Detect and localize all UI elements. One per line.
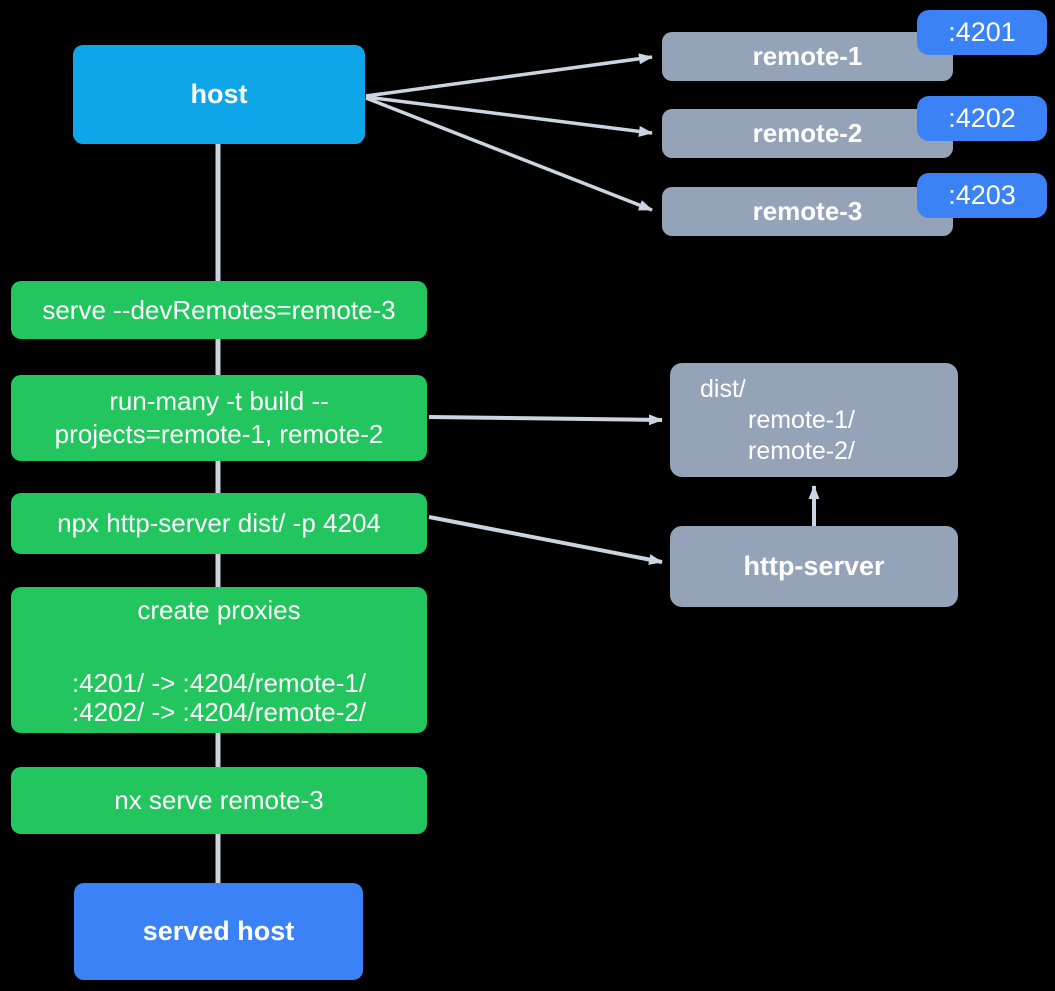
remote-1-label: remote-1 [752,41,863,71]
served-host-node: served host [74,883,363,980]
command-nx-serve-label: nx serve remote-3 [114,785,324,815]
dist-folder-node: dist/ remote-1/ remote-2/ [670,363,958,477]
create-proxies-title: create proxies [137,594,301,625]
port-badge-4201: :4201 [917,10,1047,55]
arrow-runmany-to-dist [428,414,663,426]
run-many-line-1: run-many -t build -- [109,386,329,416]
command-run-many-build: run-many -t build -- projects=remote-1, … [11,375,427,461]
command-npx-http-server: npx http-server dist/ -p 4204 [11,493,427,554]
port-4201-label: :4201 [948,17,1016,47]
port-badge-4203: :4203 [917,173,1047,218]
remote-1-node: remote-1 [662,32,953,81]
port-4202-label: :4202 [948,103,1016,133]
served-host-label: served host [142,916,295,946]
run-many-line-2: projects=remote-1, remote-2 [54,419,384,449]
arrow-npx-to-httpserver [428,515,663,565]
proxy-rule-1: :4201/ -> :4204/remote-1/ [71,667,367,698]
proxy-rule-2: :4202/ -> :4204/remote-2/ [71,696,367,727]
command-serve-label: serve --devRemotes=remote-3 [42,294,396,325]
dist-remote-2-label: remote-2/ [748,436,855,465]
arrow-host-to-remote-2 [365,95,653,137]
command-nx-serve-remote-3: nx serve remote-3 [11,767,427,834]
port-badge-4202: :4202 [917,96,1047,141]
command-npx-label: npx http-server dist/ -p 4204 [57,508,381,538]
dist-root-label: dist/ [700,374,746,403]
remote-2-node: remote-2 [662,109,953,158]
dist-remote-1-label: remote-1/ [748,405,855,434]
port-4203-label: :4203 [948,180,1016,210]
command-serve-devremotes: serve --devRemotes=remote-3 [11,281,427,339]
http-server-node: http-server [670,526,958,607]
remote-3-label: remote-3 [752,196,863,226]
remote-2-label: remote-2 [752,118,863,148]
arrow-host-to-remote-3 [365,96,653,212]
http-server-label: http-server [743,551,885,581]
host-label: host [190,79,248,109]
remote-3-node: remote-3 [662,187,953,236]
command-create-proxies: create proxies :4201/ -> :4204/remote-1/… [11,587,427,733]
arrow-host-to-remote-1 [365,53,653,98]
host-node: host [73,45,365,144]
